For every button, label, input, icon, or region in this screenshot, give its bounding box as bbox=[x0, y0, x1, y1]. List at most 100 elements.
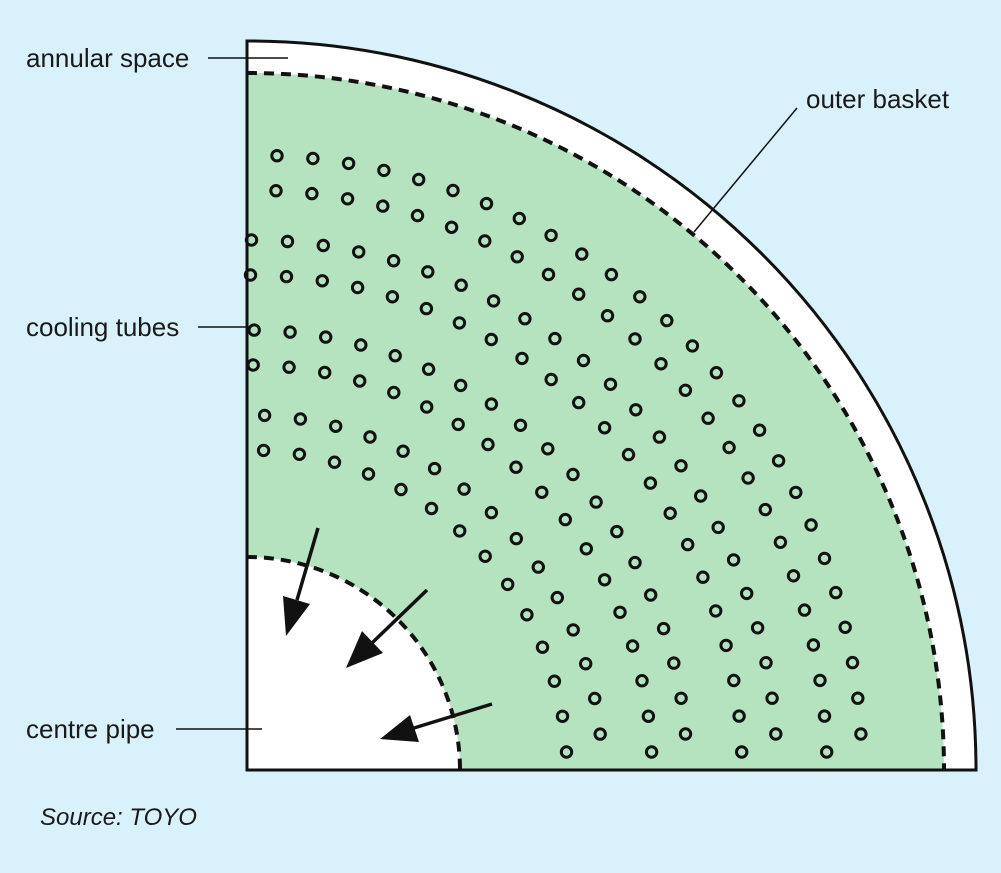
cooling-tube-icon bbox=[541, 442, 555, 456]
cooling-tube-icon bbox=[817, 709, 832, 723]
cooling-tube-icon bbox=[388, 349, 402, 363]
cooling-tube-icon bbox=[421, 265, 435, 279]
cooling-tube-icon bbox=[566, 467, 580, 482]
cooling-tube-icon bbox=[293, 412, 308, 426]
cooling-tube-icon bbox=[484, 397, 499, 411]
cooling-tube-icon bbox=[709, 366, 724, 380]
cooling-tube-icon bbox=[740, 586, 754, 601]
cooling-tube-icon bbox=[628, 555, 642, 570]
cooling-tube-icon bbox=[256, 443, 271, 458]
cooling-tube-icon bbox=[566, 623, 580, 637]
cooling-tube-icon bbox=[385, 290, 400, 304]
cooling-tube-icon bbox=[735, 745, 749, 759]
cooling-tube-icon bbox=[453, 524, 467, 538]
cooling-tube-icon bbox=[579, 542, 593, 556]
cooling-tube-icon bbox=[446, 183, 460, 198]
cooling-tube-icon bbox=[427, 461, 442, 476]
cooling-tube-icon bbox=[572, 287, 586, 301]
cooling-tube-icon bbox=[572, 395, 586, 410]
cooling-tube-icon bbox=[641, 709, 656, 723]
source-caption: Source: TOYO bbox=[40, 804, 197, 831]
cooling-tube-icon bbox=[486, 294, 501, 308]
cooling-tube-icon bbox=[548, 331, 562, 346]
cooling-tube-icon bbox=[603, 377, 618, 391]
cooling-tube-icon bbox=[625, 639, 640, 653]
cooling-tube-icon bbox=[292, 447, 307, 461]
outer-basket-leader bbox=[693, 107, 798, 233]
cooling-tube-icon bbox=[678, 727, 693, 741]
cooling-tube-icon bbox=[851, 691, 865, 705]
cooling-tube-icon bbox=[387, 385, 401, 400]
cooling-tube-icon bbox=[478, 549, 492, 563]
cooling-tube-icon bbox=[454, 278, 468, 292]
cooling-tube-icon bbox=[732, 394, 746, 408]
gas-flow-arrows bbox=[283, 527, 493, 742]
cooling-tube-icon bbox=[279, 269, 294, 284]
cooling-tube-icon bbox=[652, 430, 667, 444]
cooling-tube-icon bbox=[481, 437, 495, 452]
cooling-tube-icon bbox=[306, 151, 320, 166]
cooling-tube-icon bbox=[633, 290, 647, 304]
cooling-tube-icon bbox=[478, 234, 492, 248]
cooling-tube-icon bbox=[576, 353, 591, 368]
cooling-tube-icon bbox=[752, 423, 767, 437]
cooling-tube-icon bbox=[424, 501, 439, 516]
cooling-tube-icon bbox=[722, 440, 736, 455]
cooling-tube-icon bbox=[845, 655, 860, 670]
cooling-tube-icon bbox=[829, 585, 843, 600]
cooling-tube-icon bbox=[711, 520, 725, 535]
cooling-tube-icon bbox=[656, 621, 671, 636]
cooling-tube-icon bbox=[280, 234, 295, 249]
cooling-tube-icon bbox=[555, 709, 570, 723]
cooling-tube-icon bbox=[786, 569, 801, 583]
cooling-tube-icon bbox=[663, 506, 677, 520]
cooling-tube-icon bbox=[305, 186, 319, 201]
cooling-tube-icon bbox=[501, 577, 515, 592]
cooling-tube-icon bbox=[674, 459, 688, 473]
cooling-tube-icon bbox=[353, 374, 367, 388]
cooling-tube-icon bbox=[726, 553, 741, 567]
cooling-tube-icon bbox=[350, 280, 365, 295]
cooling-tube-icon bbox=[628, 332, 642, 346]
cooling-tube-icon bbox=[660, 313, 674, 328]
cooling-tube-icon bbox=[732, 709, 746, 723]
cooling-tube-icon bbox=[674, 691, 688, 705]
cooling-tube-icon bbox=[247, 323, 261, 337]
cooling-tube-icon bbox=[513, 418, 528, 432]
cooling-tube-icon bbox=[243, 268, 258, 282]
cooling-tube-icon bbox=[509, 531, 523, 546]
cooling-tube-icon bbox=[806, 638, 821, 652]
cooling-tube-icon bbox=[694, 489, 708, 503]
cooling-tube-icon bbox=[412, 172, 426, 187]
cooling-tube-icon bbox=[741, 471, 755, 485]
cooling-tube-icon bbox=[667, 656, 681, 670]
cooling-tube-icon bbox=[600, 309, 615, 323]
cooling-tube-icon bbox=[817, 551, 832, 566]
arrow-icon bbox=[346, 588, 429, 668]
cooling-tube-icon bbox=[629, 403, 643, 417]
cooling-tube-icon bbox=[361, 467, 376, 481]
cooling-tube-icon bbox=[654, 357, 668, 371]
cooling-tube-icon bbox=[559, 745, 574, 759]
cooling-tube-icon bbox=[588, 691, 602, 706]
cooling-tube-icon bbox=[550, 590, 564, 605]
cooling-tube-icon bbox=[316, 238, 330, 253]
cooling-tube-icon bbox=[558, 512, 572, 527]
cooling-tube-icon bbox=[769, 727, 783, 741]
cooling-tube-icon bbox=[376, 199, 390, 213]
cooling-tube-icon bbox=[283, 325, 297, 339]
cooling-tube-icon bbox=[709, 604, 723, 618]
cooling-tube-icon bbox=[535, 640, 550, 654]
cooling-tube-icon bbox=[750, 621, 765, 635]
cooling-tube-icon bbox=[547, 674, 562, 688]
cooling-tube-icon bbox=[589, 495, 603, 509]
cooling-tube-icon bbox=[644, 588, 658, 602]
cooling-tube-icon bbox=[410, 208, 425, 223]
cooling-tube-icon bbox=[597, 573, 612, 587]
cooling-tube-icon bbox=[685, 339, 700, 353]
cooling-tube-icon bbox=[457, 482, 471, 496]
cooling-tube-icon bbox=[327, 455, 342, 469]
cooling-tube-icon bbox=[451, 417, 465, 432]
cooling-tube-icon bbox=[257, 408, 272, 423]
